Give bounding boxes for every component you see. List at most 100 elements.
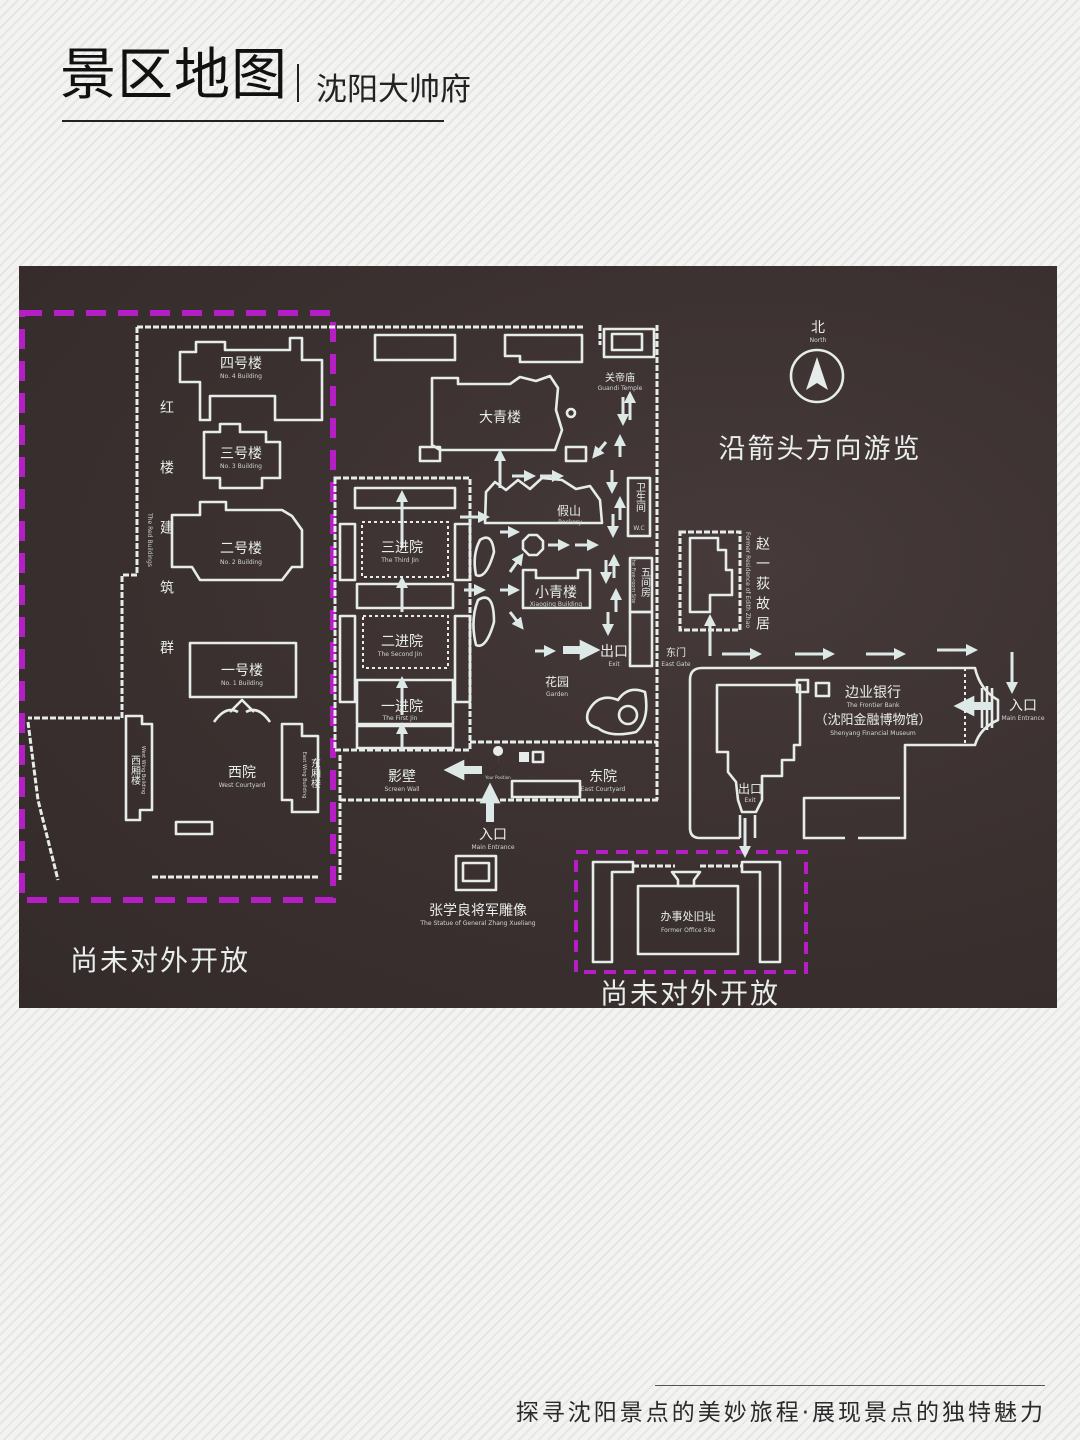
xiaoqing-building (521, 568, 592, 610)
label-screen-wall: 影壁 (388, 769, 416, 785)
you-are-here-icon (493, 746, 504, 766)
label-west-wing-en: West Wing Building (140, 746, 146, 794)
label-b4-en: No. 4 Building (220, 373, 262, 380)
closed-area-left-boundary (19, 310, 336, 903)
bank-building (715, 683, 802, 814)
label-east-gate: 东门 (666, 646, 686, 659)
building-no1-steps (212, 698, 272, 723)
label-second-jin-en: The Second Jin (377, 651, 422, 658)
museum-icon (814, 681, 831, 698)
closed-notice-left: 尚未对外开放 (70, 944, 250, 977)
label-statue: 张学良将军雕像 (429, 903, 527, 919)
label-guandi-en: Guandi Temple (598, 385, 643, 392)
label-daqing: 大青楼 (479, 410, 521, 426)
label-first-jin: 一进院 (381, 699, 423, 715)
label-third-jin-en: The Third Jin (380, 557, 419, 564)
label-zhao: 赵一荻故居 (754, 536, 770, 636)
statue-base (454, 854, 498, 892)
building-no1 (188, 641, 298, 699)
label-bank-exit: 出口 (738, 782, 762, 796)
garden-pond (617, 704, 639, 726)
page-subtitle: 沈阳大帅府 (316, 72, 471, 108)
label-statue-en: The Statue of General Zhang Xueliang (419, 920, 535, 927)
building-no2 (170, 500, 304, 582)
bank-compound (688, 666, 1000, 840)
guandi-temple-inner (610, 332, 644, 352)
label-bank-museum-en: Shenyang Financial Museum (830, 730, 916, 737)
first-aid-icon (519, 752, 529, 762)
label-screen-wall-en: Screen Wall (384, 786, 419, 793)
label-rockery: 假山 (557, 504, 581, 518)
label-east-gate-en: East Gate (661, 661, 691, 668)
label-b1-en: No. 1 Building (221, 680, 263, 687)
footer-divider (655, 1385, 1045, 1386)
label-east-courtyard-en: East Courtyard (581, 786, 626, 793)
label-you-position: Your Position (484, 775, 511, 780)
label-main-entrance: 入口 (479, 827, 507, 843)
west-wing-building (124, 714, 154, 822)
well-icon (565, 407, 577, 419)
label-b4: 四号楼 (220, 356, 262, 372)
service-icon (531, 750, 545, 764)
arrow (508, 611, 524, 630)
label-garden: 花园 (545, 674, 569, 689)
label-wc-en: W.C (633, 525, 644, 532)
label-wc: 卫生间 (634, 482, 646, 513)
label-bank-entrance: 入口 (1009, 698, 1037, 714)
label-red-buildings: 红楼建筑群 (158, 400, 174, 700)
label-b1: 一号楼 (221, 663, 263, 679)
east-courtyard-building (510, 779, 582, 799)
route-arrows (396, 391, 1018, 858)
label-xiaoqing-en: Xiaoqing Building (530, 601, 583, 608)
label-west-courtyard-en: West Courtyard (219, 782, 266, 789)
zhao-residence-building (688, 536, 734, 614)
map-drawing: 四号楼 No. 4 Building 三号楼 No. 3 Building 二号… (19, 310, 1045, 1010)
building-no3 (202, 422, 282, 490)
label-xiaoqing: 小青楼 (535, 585, 577, 601)
label-main-entrance-en: Main Entrance (471, 844, 514, 851)
bank-tower (795, 678, 810, 694)
label-bank-en: The Frontier Bank (845, 702, 900, 709)
tour-instruction: 沿箭头方向游览 (719, 434, 922, 465)
east-gate-building (628, 610, 654, 668)
building-no4 (178, 336, 324, 422)
compass-label: 北 (811, 320, 825, 336)
label-five-room: 五间房 (639, 567, 651, 598)
north-arrow-icon (806, 357, 828, 390)
label-office: 办事处旧址 (661, 909, 716, 923)
label-third-jin: 三进院 (381, 540, 423, 556)
arrow (508, 553, 524, 573)
scenic-area-map: 四号楼 No. 4 Building 三号楼 No. 3 Building 二号… (19, 266, 1057, 1010)
east-wing-building (280, 722, 320, 814)
label-b3-en: No. 3 Building (220, 463, 262, 470)
title-underline (62, 120, 444, 122)
garden-rock-1 (473, 536, 496, 578)
label-exit-garden-en: Exit (608, 661, 620, 668)
label-exit-garden: 出口 (600, 644, 628, 660)
label-zhao-en: Former Residence of Edith Zhao (744, 532, 751, 628)
daqing-building (430, 374, 564, 452)
label-second-jin: 二进院 (381, 634, 423, 650)
garden-rock-2 (472, 596, 496, 648)
label-east-wing: 东厢楼 (309, 757, 321, 789)
label-west-courtyard: 西院 (228, 765, 256, 781)
label-guandi: 关帝庙 (605, 371, 635, 384)
statue-inner (461, 861, 491, 883)
wc-building (626, 476, 652, 538)
pavilion-octagon (521, 533, 545, 557)
label-rockery-en: Rockery (558, 519, 582, 526)
label-b2: 二号楼 (220, 541, 262, 557)
daqing-stairs-right (564, 445, 588, 463)
page-title: 景区地图 (60, 43, 288, 108)
closed-notice-bottom: 尚未对外开放 (600, 977, 780, 1008)
label-bank-entrance-en: Main Entrance (1001, 715, 1044, 722)
label-bank: 边业银行 (845, 685, 901, 701)
label-bank-exit-en: Exit (744, 797, 756, 804)
label-b3: 三号楼 (220, 446, 262, 462)
label-b2-en: No. 2 Building (220, 559, 262, 566)
title-divider (297, 64, 299, 102)
daqing-stairs-left (418, 445, 442, 463)
compass-circle (789, 348, 845, 404)
label-east-courtyard: 东院 (589, 769, 617, 785)
footer-tagline: 探寻沈阳景点的美妙旅程·展现景点的独特魅力 (515, 1400, 1046, 1426)
